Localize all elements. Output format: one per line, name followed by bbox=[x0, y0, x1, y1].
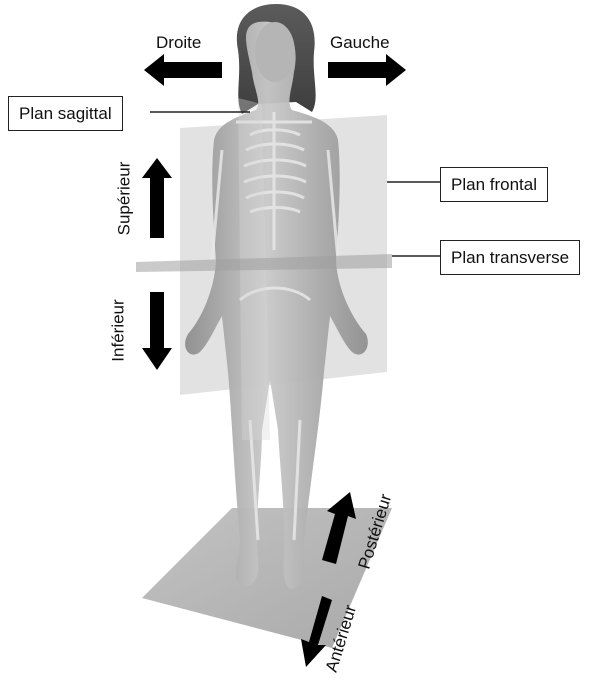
right-arrow-icon bbox=[144, 54, 222, 86]
right-label: Droite bbox=[156, 34, 201, 51]
left-arrow-icon bbox=[328, 54, 406, 86]
superior-label: Supérieur bbox=[116, 159, 133, 239]
frontal-plane-label: Plan frontal bbox=[440, 167, 548, 202]
transverse-plane-label: Plan transverse bbox=[440, 240, 580, 275]
floor-plane bbox=[142, 508, 392, 648]
superior-arrow-icon bbox=[142, 158, 172, 238]
left-label: Gauche bbox=[330, 34, 390, 51]
inferior-label: Inférieur bbox=[110, 293, 127, 369]
sagittal-plane-label: Plan sagittal bbox=[8, 96, 123, 131]
inferior-arrow-icon bbox=[142, 292, 172, 370]
face bbox=[255, 22, 295, 82]
